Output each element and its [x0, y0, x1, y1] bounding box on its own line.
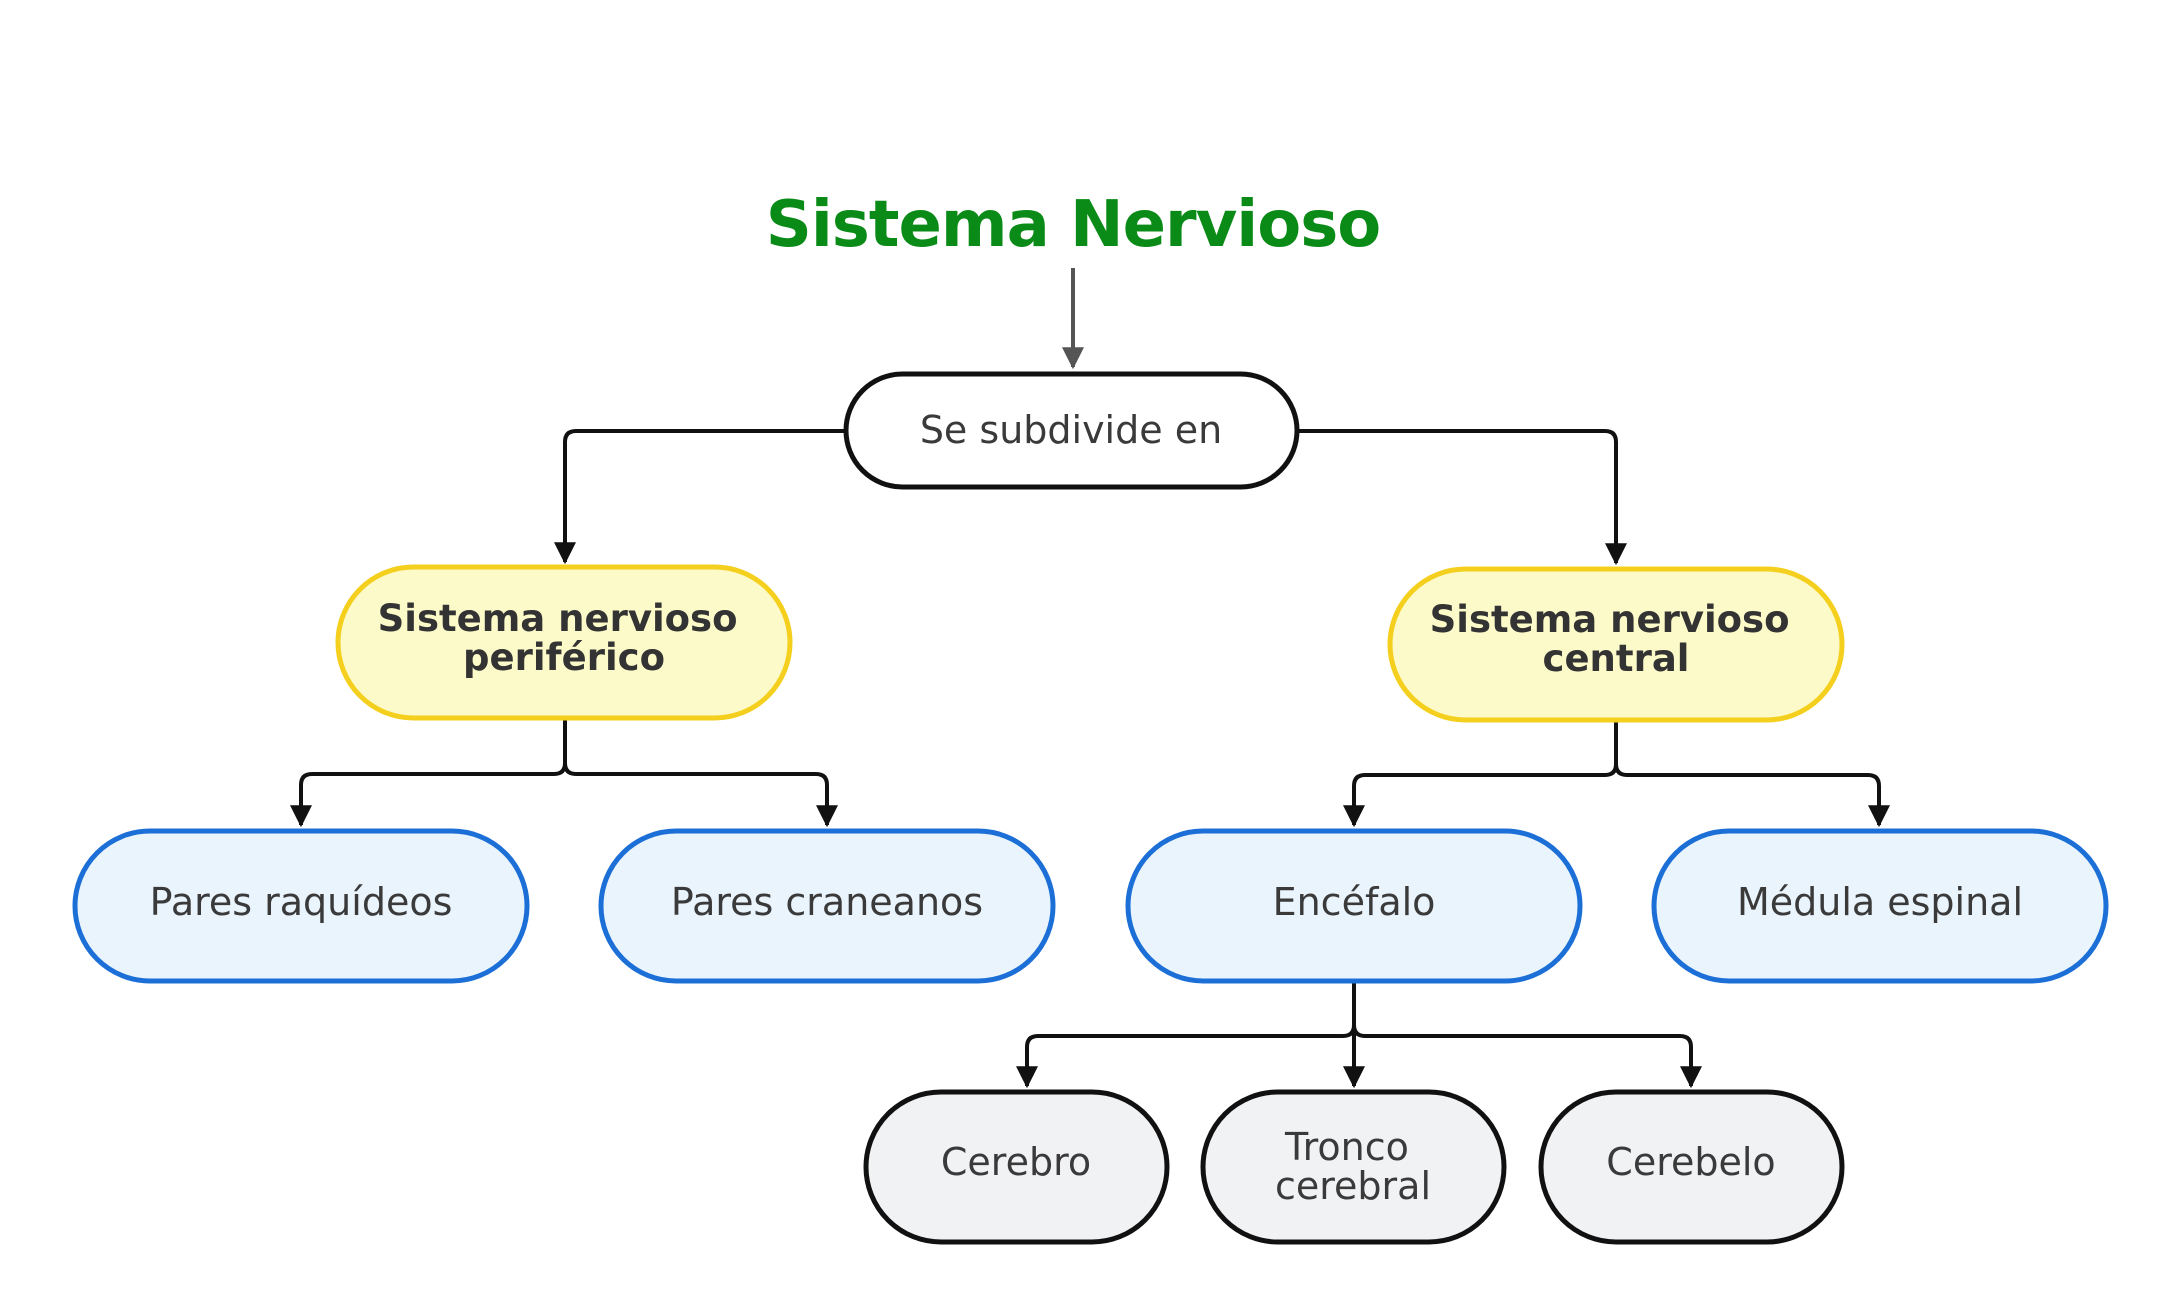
- connector-encephalon-to-cerebellum: [1352, 1024, 1702, 1089]
- connector-encephalon-trunk: [1016, 981, 1356, 1089]
- peripheral-node-label: Sistema nervioso periférico: [378, 597, 751, 679]
- connector-central-trunk: [1343, 720, 1618, 828]
- connector-peripheral-to-cranial: [563, 762, 838, 828]
- peripheral-node-line-1: Sistema nervioso: [378, 597, 738, 640]
- central-node-label: Sistema nervioso central: [1430, 598, 1803, 680]
- brainstem-node-line-2: cerebral: [1275, 1164, 1431, 1208]
- connector-root-to-central: [1297, 429, 1627, 566]
- spinal-nerves-node: Pares raquídeos: [72, 828, 530, 984]
- connector-peripheral-trunk: [290, 718, 567, 828]
- connector-root-to-peripheral: [554, 429, 846, 565]
- peripheral-node-line-2: periférico: [463, 636, 665, 679]
- cerebellum-node: Cerebelo: [1538, 1089, 1845, 1245]
- connector-central-to-spinal-cord: [1614, 763, 1890, 828]
- spinal-nerves-node-label: Pares raquídeos: [150, 880, 453, 924]
- spinal-nerves-node-box: [72, 828, 530, 984]
- cranial-nerves-node-label: Pares craneanos: [671, 880, 983, 924]
- cerebellum-node-label: Cerebelo: [1606, 1140, 1775, 1184]
- encephalon-node-box: [1125, 828, 1583, 984]
- connectors: [290, 268, 1890, 1089]
- cerebrum-node-box: [863, 1089, 1170, 1245]
- peripheral-node: Sistema nervioso periférico: [335, 564, 793, 721]
- root-node: Se subdivide en: [843, 371, 1300, 490]
- cerebrum-node: Cerebro: [863, 1089, 1170, 1245]
- encephalon-node-label: Encéfalo: [1273, 880, 1436, 924]
- spinal-cord-node-label: Médula espinal: [1737, 880, 2023, 924]
- central-node: Sistema nervioso central: [1387, 566, 1845, 723]
- root-node-label: Se subdivide en: [920, 408, 1222, 452]
- brainstem-node-line-1: Tronco: [1284, 1125, 1409, 1169]
- central-node-box: [1387, 566, 1845, 723]
- brainstem-node: Tronco cerebral: [1200, 1089, 1507, 1245]
- root-node-box: [843, 371, 1300, 490]
- cerebellum-node-box: [1538, 1089, 1845, 1245]
- brainstem-node-label: Tronco cerebral: [1275, 1125, 1431, 1208]
- brainstem-node-box: [1200, 1089, 1507, 1245]
- encephalon-node: Encéfalo: [1125, 828, 1583, 984]
- spinal-cord-node: Médula espinal: [1651, 828, 2109, 984]
- central-node-line-1: Sistema nervioso: [1430, 598, 1790, 641]
- diagram-title: Sistema Nervioso: [766, 188, 1381, 262]
- spinal-cord-node-box: [1651, 828, 2109, 984]
- cranial-nerves-node-box: [598, 828, 1056, 984]
- peripheral-node-box: [335, 564, 793, 721]
- cranial-nerves-node: Pares craneanos: [598, 828, 1056, 984]
- cerebrum-node-label: Cerebro: [941, 1140, 1091, 1184]
- central-node-line-2: central: [1543, 637, 1690, 680]
